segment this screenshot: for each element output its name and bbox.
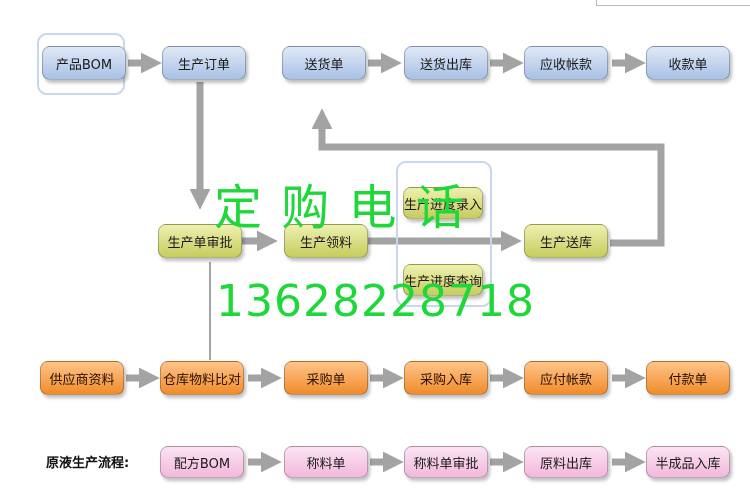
node-stock-in[interactable]: 生产送库: [524, 224, 608, 258]
node-product-bom[interactable]: 产品BOM: [42, 46, 126, 80]
node-weigh-note[interactable]: 称料单: [284, 446, 368, 478]
node-production-order[interactable]: 生产订单: [162, 46, 246, 80]
watermark-order-hotline: 定 购 电 话: [214, 180, 466, 236]
node-payment[interactable]: 付款单: [646, 361, 730, 395]
node-progress-entry[interactable]: 生产进度录入: [403, 187, 483, 219]
watermark-phone-number: 13628228718: [216, 276, 535, 327]
node-supplier-info[interactable]: 供应商资料: [40, 361, 124, 395]
node-delivery-out[interactable]: 送货出库: [404, 46, 488, 80]
node-receipt[interactable]: 收款单: [646, 46, 730, 80]
node-progress-query[interactable]: 生产进度查询: [403, 264, 483, 296]
node-warehouse-compare[interactable]: 仓库物料比对: [160, 361, 244, 395]
arrow-stockin-delivery: [311, 108, 665, 247]
node-purchase-order[interactable]: 采购单: [284, 361, 368, 395]
node-raw-out[interactable]: 原料出库: [524, 446, 608, 478]
node-material-pick[interactable]: 生产领料: [284, 224, 368, 258]
node-payable[interactable]: 应付帐款: [524, 361, 608, 395]
node-formula-bom[interactable]: 配方BOM: [160, 446, 244, 478]
node-purchase-in[interactable]: 采购入库: [404, 361, 488, 395]
node-order-review[interactable]: 生产单审批: [158, 224, 242, 258]
node-semi-product-in[interactable]: 半成品入库: [646, 446, 730, 478]
progress-group-outline: [396, 161, 492, 307]
stock-process-label: 原液生产流程:: [46, 456, 130, 471]
window-corner: [596, 0, 750, 6]
node-weigh-review[interactable]: 称料单审批: [404, 446, 488, 478]
node-receivable[interactable]: 应收帐款: [524, 46, 608, 80]
node-delivery-note[interactable]: 送货单: [282, 46, 366, 80]
